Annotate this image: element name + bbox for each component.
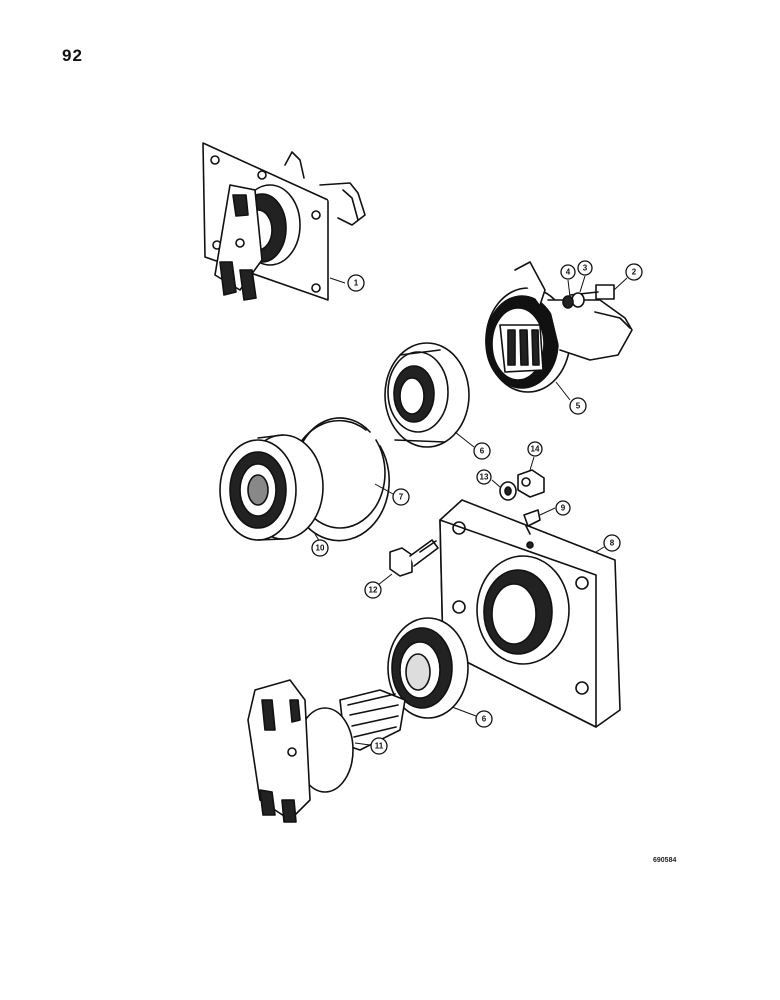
callout-4-label: 4: [566, 268, 571, 277]
callout-2-label: 2: [632, 268, 637, 277]
part-14-nut: [517, 469, 545, 498]
part-6-oil-seal-upper: [384, 342, 470, 448]
callout-6-lower-label: 6: [482, 715, 487, 724]
part-12-bolt: [389, 539, 439, 577]
part-1-flange-assembly: [202, 142, 366, 301]
leader-lines: [314, 275, 628, 746]
callout-8: 8: [603, 534, 621, 552]
callout-1: 1: [347, 274, 365, 292]
part-10-bearing: [219, 434, 324, 541]
callout-13: 13: [476, 469, 492, 485]
callouts: 1 2 3 4 5 6 7: [311, 260, 643, 755]
callout-7: 7: [392, 488, 410, 506]
callout-1-label: 1: [354, 279, 359, 288]
drawing-code: 690584: [653, 857, 677, 864]
callout-14-label: 14: [531, 445, 540, 454]
callout-12-label: 12: [369, 586, 378, 595]
callout-14: 14: [527, 441, 543, 457]
callout-11-label: 11: [375, 742, 384, 751]
part-8-housing-plate: [439, 499, 621, 728]
part-6-oil-seal-lower: [387, 617, 469, 719]
callout-6-upper: 6: [473, 442, 491, 460]
callout-5-label: 5: [576, 402, 581, 411]
callout-5: 5: [569, 397, 587, 415]
page-number: 92: [62, 46, 83, 65]
part-11-yoke-shaft: [247, 679, 406, 823]
callout-9-label: 9: [561, 504, 566, 513]
callout-13-label: 13: [480, 473, 489, 482]
callout-10: 10: [311, 539, 329, 557]
callout-3: 3: [577, 260, 593, 276]
callout-8-label: 8: [610, 539, 615, 548]
callout-12: 12: [364, 581, 382, 599]
callout-10-label: 10: [316, 544, 325, 553]
callout-3-label: 3: [583, 264, 588, 273]
callout-9: 9: [555, 500, 571, 516]
callout-2: 2: [625, 263, 643, 281]
callout-4: 4: [560, 264, 576, 280]
callout-6-upper-label: 6: [480, 447, 485, 456]
callout-11: 11: [370, 737, 388, 755]
callout-7-label: 7: [399, 493, 404, 502]
part-13-lock-washer: [499, 481, 517, 501]
part-5-flange-yoke: [485, 261, 633, 393]
callout-6-lower: 6: [475, 710, 493, 728]
part-9-grease-fitting: [523, 509, 541, 535]
